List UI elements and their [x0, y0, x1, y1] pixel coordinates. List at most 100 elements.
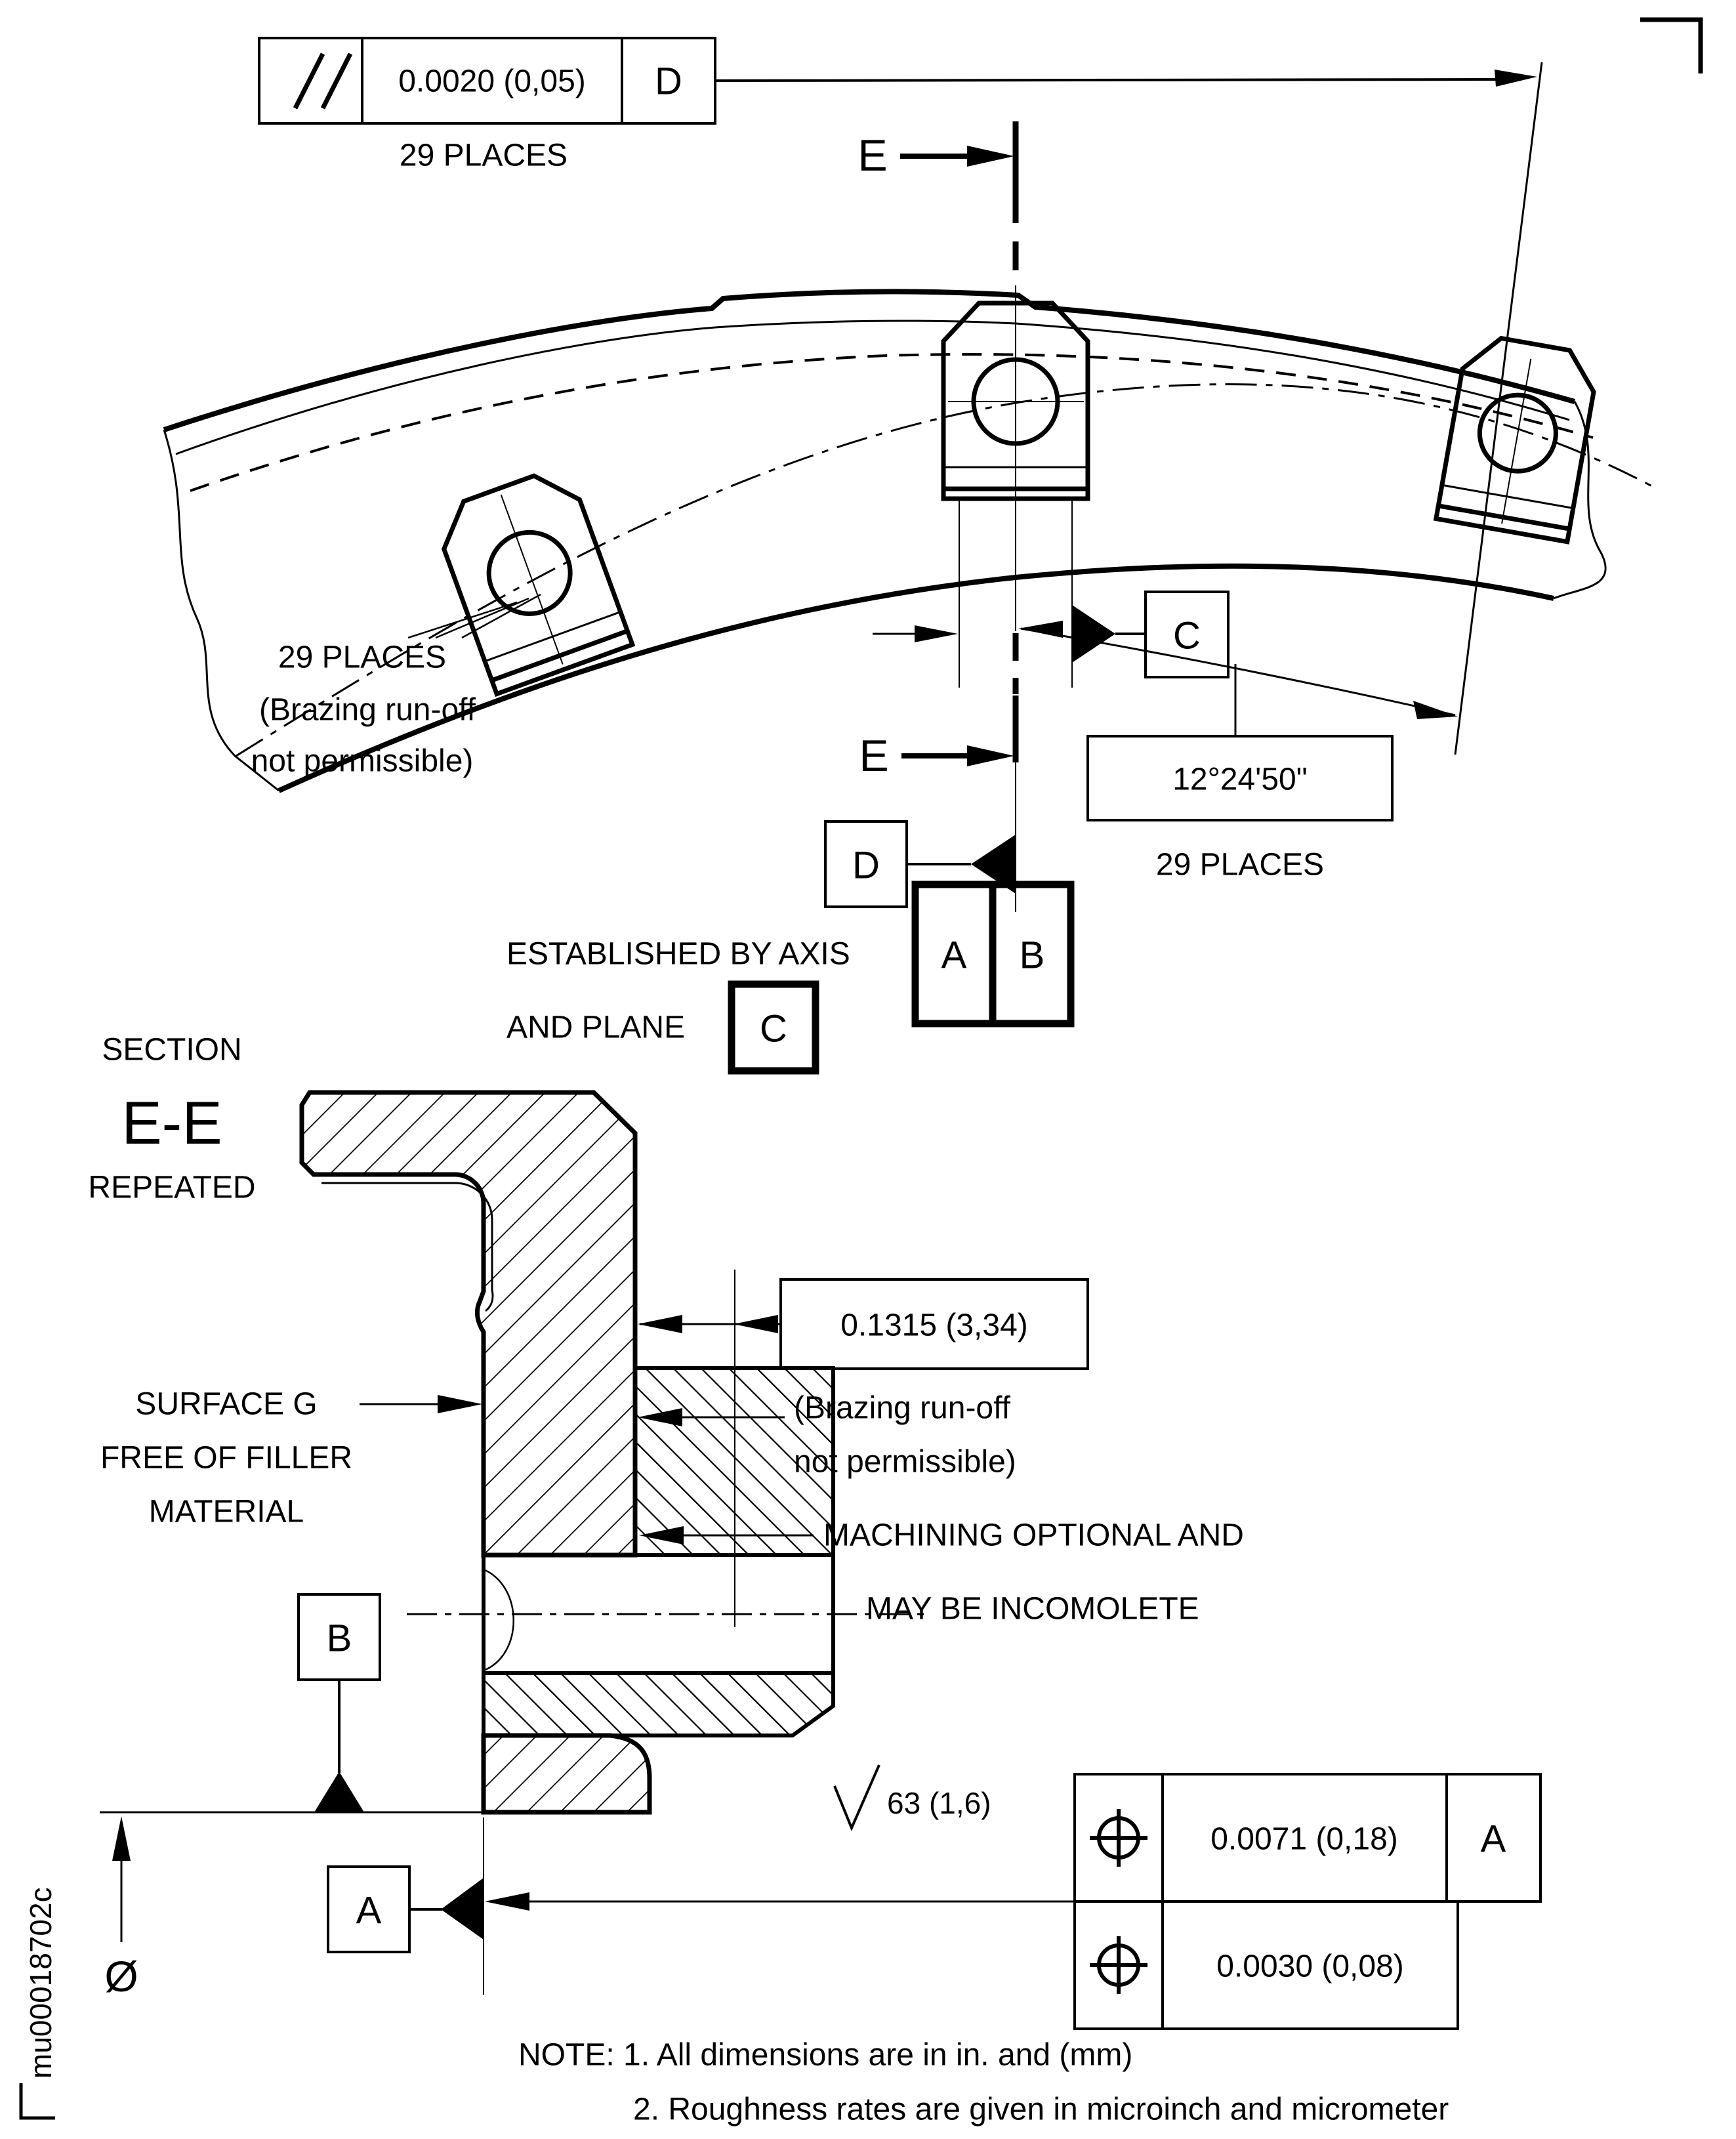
hidden-edge-arc [190, 353, 1594, 492]
surface-note-line2: FREE OF FILLER [100, 1441, 352, 1476]
established-datum-c: C [760, 1008, 787, 1050]
dimension-arrow-icon [112, 1816, 131, 1861]
sheet-corner-mark-bottom-left [19, 2083, 55, 2120]
leader-line [407, 601, 518, 639]
bolt-circle-centerline [236, 383, 1654, 757]
datum-triangle-icon [441, 1878, 484, 1940]
position-tolerance-icon [1090, 1936, 1147, 1994]
datum-triangle-icon [1072, 605, 1115, 663]
base-lower-block [481, 1733, 652, 1815]
established-datum-a: A [941, 934, 967, 977]
surface-roughness: 63 (1,6) [833, 1764, 991, 1832]
section-arrow-bottom: E [859, 731, 1014, 781]
section-title-line2: E-E [121, 1090, 222, 1157]
brazing-note-line2: not permissible) [794, 1445, 1016, 1480]
parallelism-tolerance: 0.0020 (0,05) [398, 64, 586, 99]
datum-flag-c: C [873, 500, 1230, 688]
dimension-arrow-icon [1018, 621, 1063, 638]
inner-arc [278, 563, 1554, 793]
datum-flag-a: A [327, 1817, 484, 1995]
section-title-line3: REPEATED [88, 1171, 255, 1205]
chamfer-line-right [714, 320, 1570, 421]
bolt-boss-right [1433, 335, 1596, 545]
datum-letter-a: A [356, 1890, 382, 1932]
thickness-dimension: 0.1315 (3,34) [638, 1270, 1089, 1627]
general-notes: NOTE: 1. All dimensions are in in. and (… [518, 2038, 1449, 2127]
dimension-arrow-icon [485, 1892, 529, 1911]
parallelism-fcf: 0.0020 (0,05) D 29 PLACES [258, 37, 1537, 173]
thickness-value: 0.1315 (3,34) [840, 1308, 1028, 1343]
boss-note-line1: 29 PLACES [278, 640, 446, 675]
datum-flag-d: D [824, 820, 1016, 908]
boss-brazing-note: 29 PLACES (Brazing run-off not permissib… [251, 593, 541, 779]
established-note: ESTABLISHED BY AXIS A B AND PLANE C [506, 881, 1075, 1075]
section-title: SECTION E-E REPEATED [88, 1033, 255, 1205]
surface-note-line1: SURFACE G [135, 1387, 317, 1422]
roughness-value: 63 (1,6) [887, 1786, 991, 1820]
diameter-callout: Ø [104, 1816, 138, 2001]
parallelism-datum-ref: D [655, 60, 682, 103]
established-datum-b: B [1020, 934, 1045, 977]
section-letter-bottom: E [859, 731, 888, 781]
boss-note-line2: (Brazing run-off [259, 693, 476, 728]
leader-arrow-icon [639, 1526, 684, 1545]
outer-arc [163, 289, 1576, 432]
braze-joint-line [321, 1182, 494, 1312]
angle-value: 12°24'50" [1172, 762, 1308, 797]
section-arrow-icon [967, 146, 1014, 167]
datum-flag-b: B [297, 1593, 381, 1812]
position-tolerance-icon [1090, 1809, 1147, 1867]
leader-arrow-icon [438, 1395, 482, 1413]
surface-note-line3: MATERIAL [149, 1495, 304, 1529]
machining-note-line2: MAY BE INCOMOLETE [866, 1592, 1199, 1627]
datum-letter-c: C [1173, 615, 1201, 657]
document-number: mu00018702c [24, 1887, 58, 2079]
section-brazing-note: (Brazing run-off not permissible) [638, 1391, 1016, 1480]
ring-segment-view [163, 62, 1654, 793]
datum-triangle-icon [971, 835, 1016, 894]
fcf-leader-line [714, 78, 1500, 82]
dimension-arrow-icon [638, 1315, 682, 1333]
dimension-arrow-icon [915, 625, 958, 642]
break-out-arc [483, 1568, 514, 1672]
section-title-line1: SECTION [102, 1033, 241, 1068]
note-line2: 2. Roughness rates are given in microinc… [633, 2092, 1449, 2127]
parallelism-places-note: 29 PLACES [400, 138, 568, 173]
insert-lower-block [482, 1671, 835, 1737]
fcf-leader-arrow-icon [1495, 70, 1537, 87]
position-tolerance-2: 0.0030 (0,08) [1216, 1949, 1404, 1984]
dimension-arrow-icon [1413, 701, 1458, 719]
leader-arrow-icon [638, 1408, 682, 1426]
leader-line [435, 597, 529, 639]
angle-places-note: 29 PLACES [1156, 848, 1324, 883]
brazing-note-line1: (Brazing run-off [794, 1391, 1011, 1426]
left-break-line [163, 429, 279, 792]
position-fcf-group: 0.0071 (0,18) A 0.0030 (0,08) [485, 1773, 1542, 2030]
datum-letter-d: D [852, 844, 880, 887]
datum-triangle-icon [314, 1772, 364, 1812]
machining-note: MACHINING OPTIONAL AND MAY BE INCOMOLETE [639, 1518, 1244, 1627]
established-line1: ESTABLISHED BY AXIS [506, 937, 850, 972]
right-break-line [1553, 401, 1607, 600]
note-line1: NOTE: 1. All dimensions are in in. and (… [518, 2038, 1132, 2073]
dimension-arrow-icon [734, 1315, 778, 1333]
position-datum-1: A [1481, 1818, 1506, 1861]
established-line2: AND PLANE [506, 1010, 685, 1045]
datum-letter-b: B [327, 1617, 352, 1660]
boss-note-line3: not permissible) [251, 744, 474, 779]
chamfer-line-left [175, 326, 716, 455]
leader-line [461, 593, 541, 639]
sheet-corner-mark-top-right [1640, 17, 1703, 73]
position-tolerance-1: 0.0071 (0,18) [1210, 1822, 1398, 1857]
section-letter-top: E [858, 131, 887, 180]
section-arrow-top: E [858, 131, 1014, 180]
radial-cut-line [1454, 62, 1543, 755]
bolt-boss-left [441, 473, 636, 697]
flange-body [299, 1090, 638, 1558]
machining-note-line1: MACHINING OPTIONAL AND [823, 1518, 1244, 1553]
diameter-symbol: Ø [104, 1952, 138, 2001]
angle-dimension: 12°24'50" 29 PLACES [1018, 621, 1458, 883]
section-arrow-icon [967, 745, 1014, 766]
